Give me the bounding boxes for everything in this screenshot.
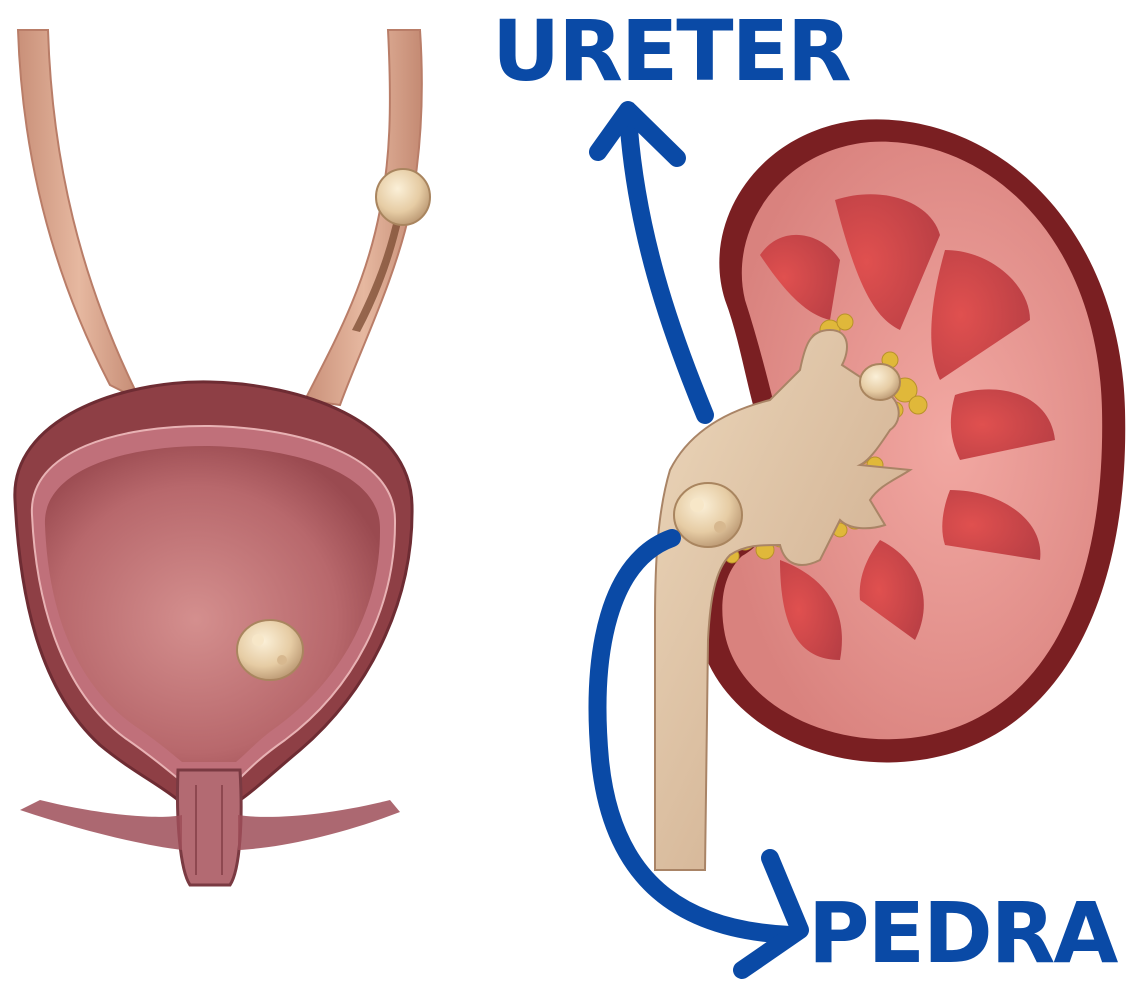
stone-label: PEDRA bbox=[808, 884, 1118, 982]
left-ureter bbox=[18, 30, 140, 400]
bladder-stone bbox=[237, 620, 303, 680]
ureter-junction-stone bbox=[674, 483, 742, 547]
kidney-stone bbox=[860, 364, 900, 400]
arrow-up-curved-icon bbox=[598, 110, 705, 415]
ureter-stone bbox=[376, 169, 430, 225]
bladder-illustration bbox=[15, 30, 430, 885]
ureter-label: URETER bbox=[492, 2, 850, 100]
urethra bbox=[178, 770, 242, 885]
pelvic-floor bbox=[20, 800, 182, 850]
kidney-illustration bbox=[655, 119, 1125, 870]
